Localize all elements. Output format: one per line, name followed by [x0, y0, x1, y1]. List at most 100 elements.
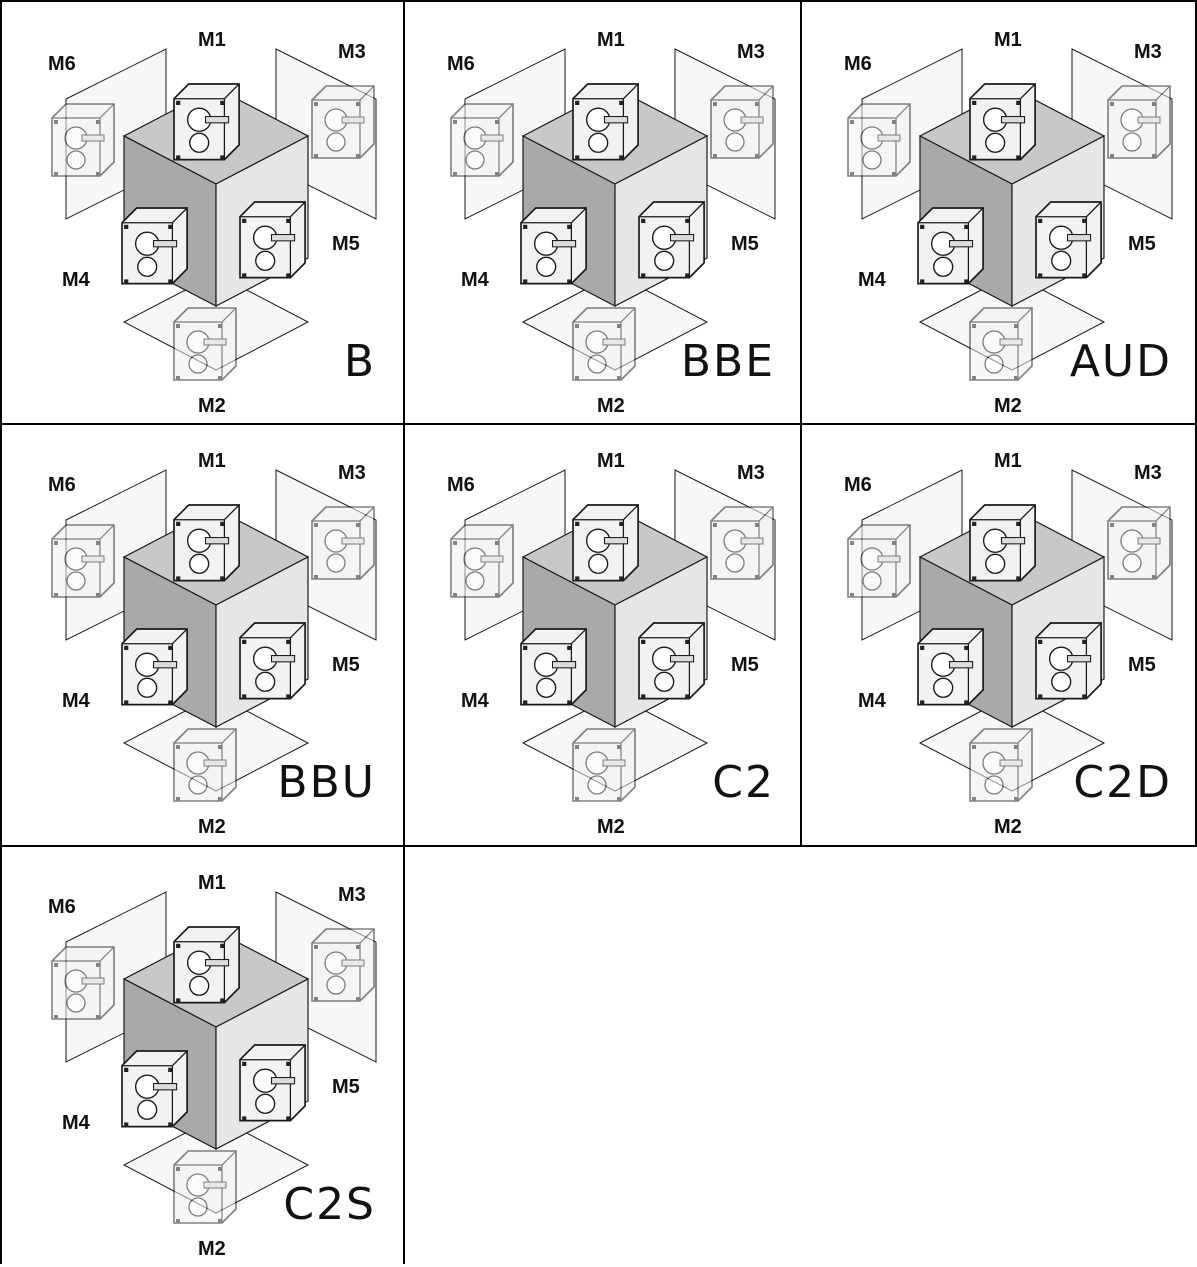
position-label-m4: M4: [858, 690, 886, 712]
position-label-m2: M2: [597, 395, 625, 417]
gearbox-m1: [969, 504, 1036, 582]
position-label-m1: M1: [198, 29, 226, 51]
position-label-m2: M2: [994, 816, 1022, 838]
gearbox-m5: [638, 622, 705, 700]
gearbox-m1: [572, 83, 639, 161]
gearbox-m1: [969, 83, 1036, 161]
position-label-m1: M1: [198, 450, 226, 472]
gearbox-m4: [121, 207, 188, 285]
position-label-m6: M6: [844, 53, 872, 75]
panel-bbu: M6 M1 M3 M4 M5 M2 BBU: [6, 425, 400, 845]
variant-code: AUD: [1069, 336, 1172, 387]
panel-bbe: M6 M1 M3 M4 M5 M2 BBE: [405, 4, 799, 424]
gearbox-m6: [847, 524, 911, 598]
position-label-m3: M3: [737, 41, 765, 63]
gearbox-m4: [121, 1050, 188, 1128]
position-label-m2: M2: [597, 816, 625, 838]
mounting-diagram: [450, 469, 776, 802]
panel-c2d: M6 M1 M3 M4 M5 M2 C2D: [802, 425, 1196, 845]
gearbox-m5: [239, 622, 306, 700]
position-label-m4: M4: [461, 690, 489, 712]
position-label-m1: M1: [198, 872, 226, 894]
position-label-m3: M3: [1134, 462, 1162, 484]
gearbox-m2: [173, 728, 237, 802]
position-label-m3: M3: [737, 462, 765, 484]
gearbox-m1: [173, 926, 240, 1004]
gearbox-m6: [450, 524, 514, 598]
gearbox-m3: [710, 85, 774, 159]
gearbox-m6: [450, 103, 514, 177]
position-label-m6: M6: [844, 474, 872, 496]
mounting-diagram: [450, 48, 776, 381]
gearbox-m3: [311, 506, 375, 580]
position-label-m5: M5: [332, 233, 360, 255]
position-label-m5: M5: [731, 654, 759, 676]
gearbox-m3: [311, 928, 375, 1002]
variant-code: C2: [712, 757, 775, 808]
grid-line: [0, 0, 2, 1264]
position-label-m6: M6: [48, 474, 76, 496]
panel-aud: M6 M1 M3 M4 M5 M2 AUD: [802, 4, 1196, 424]
mounting-diagram: [847, 469, 1173, 802]
gearbox-m3: [1107, 506, 1171, 580]
gearbox-m3: [311, 85, 375, 159]
position-label-m4: M4: [62, 1112, 90, 1134]
gearbox-m5: [638, 201, 705, 279]
position-label-m2: M2: [198, 1238, 226, 1260]
gearbox-m4: [917, 628, 984, 706]
variant-code: C2S: [283, 1179, 376, 1230]
position-label-m3: M3: [338, 41, 366, 63]
gearbox-m6: [51, 946, 115, 1020]
position-label-m5: M5: [1128, 654, 1156, 676]
position-label-m1: M1: [597, 29, 625, 51]
panel-c2: M6 M1 M3 M4 M5 M2 C2: [405, 425, 799, 845]
mounting-diagram: [51, 469, 377, 802]
gearbox-m2: [173, 307, 237, 381]
gearbox-m2: [572, 307, 636, 381]
grid-line: [0, 845, 1197, 847]
position-label-m2: M2: [994, 395, 1022, 417]
gearbox-m5: [239, 201, 306, 279]
grid-line: [1195, 0, 1197, 846]
gearbox-m6: [847, 103, 911, 177]
position-label-m5: M5: [332, 1076, 360, 1098]
position-label-m5: M5: [332, 654, 360, 676]
gearbox-m1: [572, 504, 639, 582]
position-label-m6: M6: [447, 53, 475, 75]
grid-line: [800, 0, 802, 846]
position-label-m2: M2: [198, 395, 226, 417]
gearbox-m1: [173, 504, 240, 582]
position-label-m4: M4: [858, 269, 886, 291]
position-label-m6: M6: [447, 474, 475, 496]
gearbox-m4: [917, 207, 984, 285]
gearbox-m2: [572, 728, 636, 802]
mounting-diagram: [51, 891, 377, 1224]
position-label-m6: M6: [48, 53, 76, 75]
gearbox-m5: [1035, 622, 1102, 700]
gearbox-m3: [1107, 85, 1171, 159]
gearbox-m1: [173, 83, 240, 161]
position-label-m4: M4: [62, 269, 90, 291]
variant-code: B: [343, 336, 376, 387]
position-label-m1: M1: [994, 29, 1022, 51]
gearbox-m3: [710, 506, 774, 580]
position-label-m5: M5: [731, 233, 759, 255]
position-label-m5: M5: [1128, 233, 1156, 255]
variant-code: C2D: [1073, 757, 1172, 808]
gearbox-m2: [969, 728, 1033, 802]
position-label-m1: M1: [597, 450, 625, 472]
panel-c2s: M6 M1 M3 M4 M5 M2 C2S: [6, 847, 400, 1267]
mounting-diagram: [847, 48, 1173, 381]
panel-b: M6 M1 M3 M4 M5 M2 B: [6, 4, 400, 424]
gearbox-m5: [239, 1044, 306, 1122]
grid-line: [403, 0, 405, 1264]
gearbox-m6: [51, 524, 115, 598]
position-label-m4: M4: [461, 269, 489, 291]
position-label-m3: M3: [1134, 41, 1162, 63]
mounting-diagram: [51, 48, 377, 381]
gearbox-m4: [520, 628, 587, 706]
position-label-m6: M6: [48, 896, 76, 918]
gearbox-m6: [51, 103, 115, 177]
gearbox-m4: [121, 628, 188, 706]
